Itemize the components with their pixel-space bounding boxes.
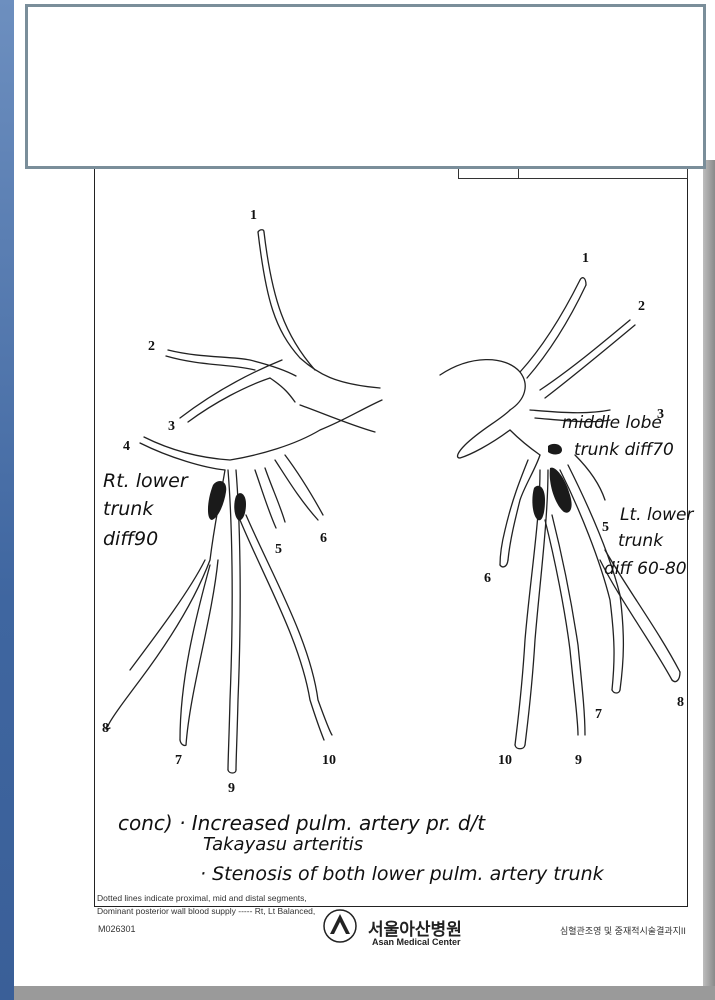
segment-label: 6: [484, 571, 491, 586]
vessel-outline: [500, 560, 508, 567]
vessel-outline: [246, 515, 332, 735]
segment-label: 1: [250, 208, 257, 223]
vessel-outline: [270, 378, 295, 402]
redaction-box: [25, 4, 706, 169]
vessel-outline: [527, 285, 586, 378]
segment-label: 10: [322, 753, 336, 768]
vessel-outline: [144, 400, 382, 460]
vessel-outline: [580, 278, 586, 285]
conclusion-line: conc) · Increased pulm. artery pr. d/t: [118, 811, 486, 835]
stenosis-mark: [208, 481, 226, 520]
handwritten-note: trunk: [618, 531, 664, 551]
footnote-text: Dominant posterior wall blood supply ---…: [97, 906, 315, 916]
segment-label: 2: [148, 339, 155, 354]
stenosis-mark: [550, 468, 572, 513]
conclusion-line: Takayasu arteritis: [203, 834, 363, 855]
stenosis-mark: [548, 444, 562, 455]
form-code: M026301: [98, 924, 136, 934]
asan-logo-emblem: [324, 910, 356, 942]
handwritten-note: Rt. lower: [103, 470, 189, 492]
segment-label: 2: [638, 299, 645, 314]
vessel-outline: [612, 690, 620, 693]
handwritten-note: diff90: [103, 528, 158, 550]
handwritten-note: Lt. lower: [620, 505, 694, 525]
conclusion-line: · Stenosis of both lower pulm. artery tr…: [200, 863, 605, 885]
segment-label: 10: [498, 753, 512, 768]
segment-label: 1: [582, 251, 589, 266]
vessel-outline: [180, 360, 282, 418]
handwritten-note: middle lobe: [562, 413, 662, 433]
handwritten-note: trunk: [103, 498, 154, 520]
segment-label: 5: [275, 542, 282, 557]
vessel-outline: [166, 356, 255, 370]
segment-label: 9: [228, 781, 235, 796]
segment-label: 8: [102, 721, 109, 736]
vessel-outline: [440, 360, 525, 410]
vessel-outline: [168, 350, 296, 376]
vessel-outline: [515, 745, 525, 749]
vessel-outline: [130, 560, 205, 670]
form-footer-title: 심혈관조영 및 중재적시술결과지II: [560, 924, 686, 937]
vessel-outline: [255, 470, 276, 528]
stenosis-mark: [234, 493, 246, 520]
segment-label: 4: [123, 439, 130, 454]
segment-label: 9: [575, 753, 582, 768]
vessel-outline: [540, 320, 630, 390]
vessel-outline: [458, 410, 510, 458]
hospital-name-english: Asan Medical Center: [372, 937, 461, 947]
vessel-outline: [258, 230, 264, 232]
vessel-outline: [228, 770, 236, 773]
segment-label: 3: [168, 419, 175, 434]
vessel-outline: [520, 280, 580, 372]
vessel-outline: [265, 468, 285, 522]
vessel-outline: [575, 455, 605, 500]
vessel-outline: [552, 515, 585, 735]
vessel-outline: [500, 460, 528, 565]
vessel-outline: [186, 560, 218, 745]
vessel-outline: [510, 430, 540, 455]
vessel-outline: [180, 740, 186, 745]
stenosis-mark: [532, 486, 545, 521]
vessel-outline: [140, 443, 225, 470]
vessel-outline: [545, 520, 578, 735]
vessel-outline: [258, 232, 380, 388]
footnote-text: Dotted lines indicate proximal, mid and …: [97, 893, 307, 903]
vessel-outline: [264, 232, 315, 370]
vessel-outline: [228, 470, 232, 770]
handwritten-note: diff 60-80: [604, 559, 687, 579]
handwritten-note: trunk diff70: [574, 440, 674, 460]
vessel-outline: [240, 520, 324, 740]
segment-label: 8: [677, 695, 684, 710]
segment-label: 6: [320, 531, 327, 546]
segment-label: 7: [595, 707, 602, 722]
vessel-outline: [188, 378, 270, 422]
segment-label: 7: [175, 753, 182, 768]
segment-label: 5: [602, 520, 609, 535]
vessel-outline: [672, 672, 680, 682]
vessel-outline: [180, 565, 210, 740]
